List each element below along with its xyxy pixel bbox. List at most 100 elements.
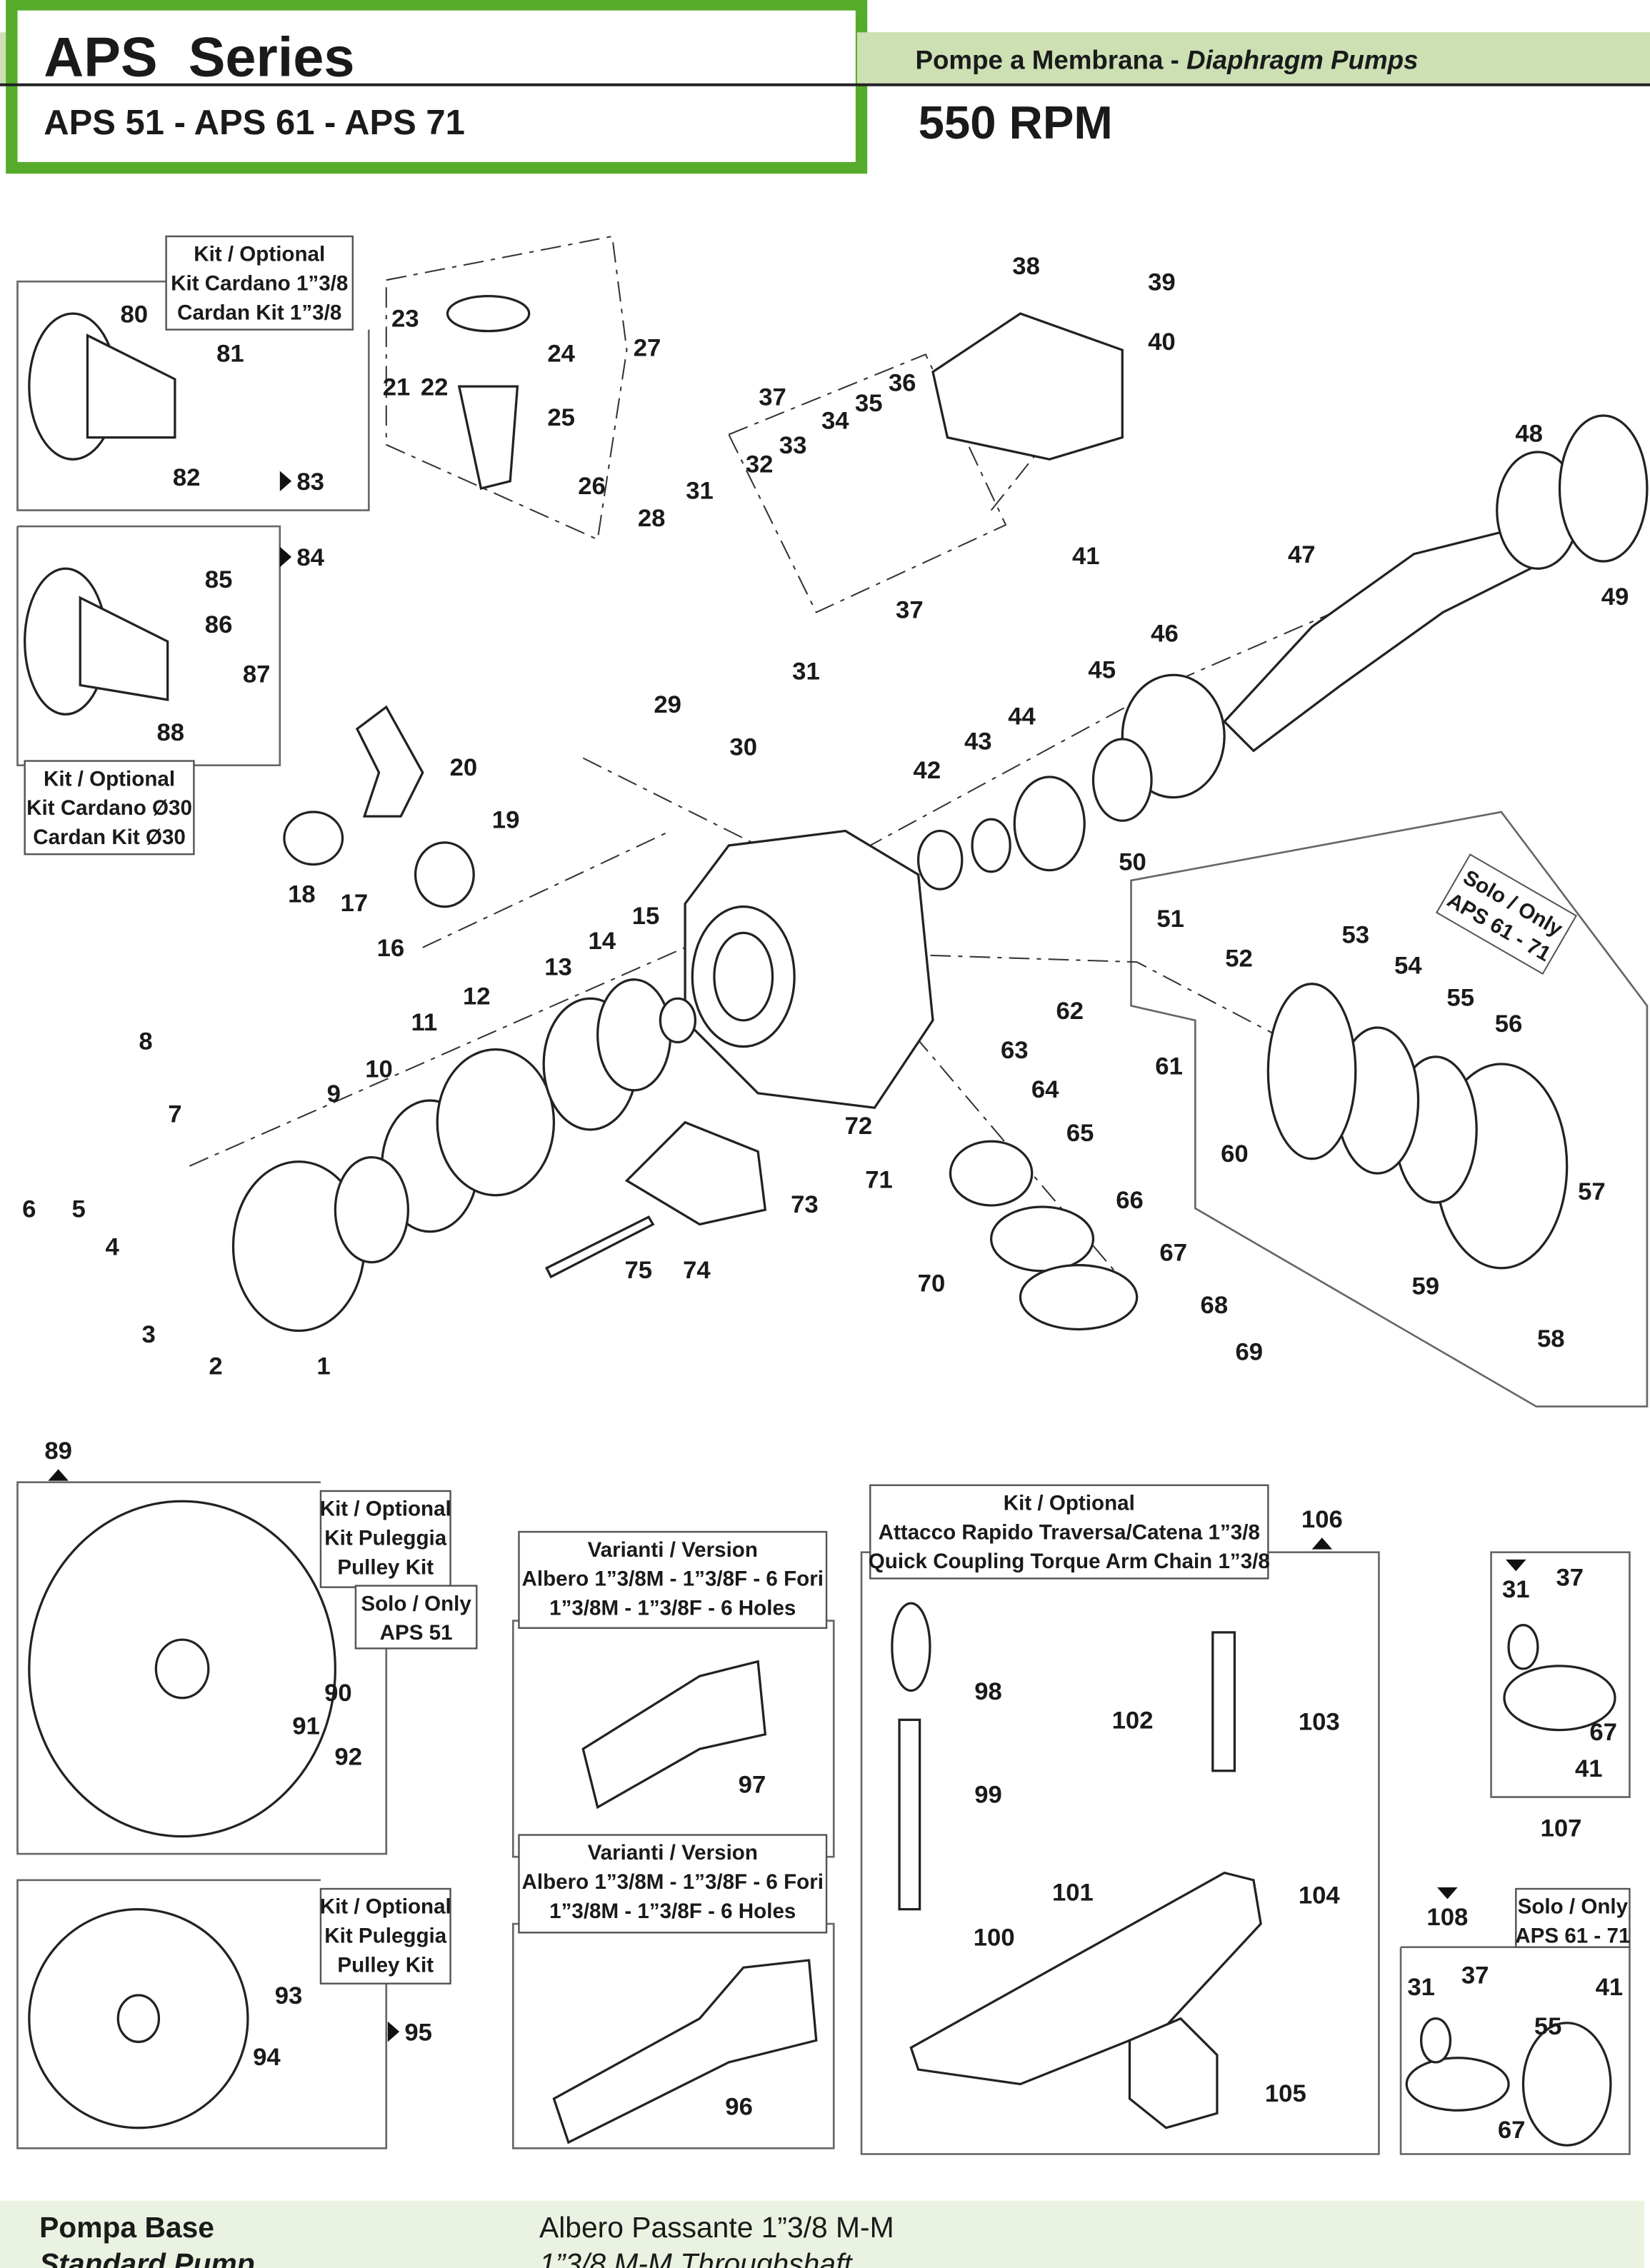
frame-107 [1490, 1551, 1631, 1798]
part-number-label: 74 [683, 1257, 711, 1284]
part-number-label: 43 [964, 728, 992, 755]
kit-reference-arrow-icon [48, 1469, 69, 1481]
kit-label-line: Kit Puleggia [324, 1925, 446, 1948]
part-number-label: 27 [634, 334, 661, 361]
part-number-label: 32 [746, 451, 774, 478]
part-tank-25 [457, 385, 519, 490]
part-ring-15 [659, 997, 697, 1044]
kit-label-line: 1”3/8M - 1”3/8F - 6 Holes [549, 1596, 796, 1620]
frame-version-2 [511, 1922, 835, 2149]
part-number-label: 94 [253, 2044, 281, 2071]
kit-label-line: Quick Coupling Torque Arm Chain 1”3/8 [869, 1550, 1270, 1573]
part-number-label: 28 [638, 505, 666, 532]
part-number-label: 37 [1461, 1962, 1489, 1989]
part-number-label: 56 [1495, 1010, 1523, 1038]
part-spring-102 [1211, 1631, 1236, 1772]
part-number-label: 61 [1155, 1053, 1183, 1080]
frame-pulley-1 [16, 1481, 388, 1855]
part-shaft-97 [581, 1660, 767, 1810]
part-number-label: 96 [725, 2093, 753, 2120]
part-number-label: 41 [1575, 1755, 1603, 1782]
part-number-label: 50 [1119, 849, 1146, 876]
part-number-label: 68 [1201, 1292, 1229, 1319]
part-number-label: 105 [1265, 2080, 1306, 2107]
part-number-label: 34 [821, 407, 849, 434]
part-ring-31-108 [1419, 2017, 1452, 2064]
part-number-label: 107 [1541, 1815, 1582, 1842]
part-number-label: 42 [914, 757, 941, 784]
part-cup-23 [446, 295, 531, 333]
part-number-label: 60 [1221, 1140, 1249, 1168]
kit-label-line: Solo / Only [1518, 1895, 1629, 1919]
kit-label-line: Albero 1”3/8M - 1”3/8F - 6 Fori [522, 1567, 824, 1591]
part-number-label: 21 [383, 373, 411, 401]
frame-quick-coupling [860, 1551, 1380, 2155]
kit-label-line: Pulley Kit [337, 1555, 434, 1579]
part-number-label: 103 [1299, 1709, 1340, 1736]
part-number-label: 63 [1001, 1037, 1029, 1064]
part-number-label: 73 [791, 1191, 819, 1218]
part-number-label: 51 [1156, 905, 1184, 933]
kit-label-line: Kit Cardano Ø30 [26, 796, 192, 820]
part-number-label: 87 [243, 661, 271, 688]
part-number-label: 39 [1148, 269, 1176, 296]
kit-label-line: 1”3/8M - 1”3/8F - 6 Holes [549, 1900, 796, 1923]
kit-reference-arrow-icon [1437, 1887, 1458, 1900]
part-number-label: 3 [141, 1321, 155, 1348]
part-number-label: 84 [296, 544, 324, 571]
part-number-label: 58 [1537, 1325, 1565, 1353]
part-head-11 [436, 1048, 556, 1197]
kit-label-line: Kit Puleggia [324, 1526, 446, 1550]
part-number-label: 31 [686, 477, 714, 504]
assembly-axis-line [422, 830, 671, 948]
footer-label-it: Pompa Base [39, 2211, 214, 2244]
kit-label-line: Kit / Optional [320, 1895, 451, 1919]
frame-37-group [727, 353, 1007, 613]
kit-label-line: Solo / Only [361, 1592, 471, 1615]
part-number-label: 18 [288, 881, 316, 908]
frame-cardan-138 [16, 280, 370, 511]
frame-108 [1399, 1946, 1631, 2155]
part-ring-43 [971, 818, 1011, 873]
part-number-label: 67 [1159, 1240, 1187, 1267]
part-number-label: 33 [779, 432, 807, 459]
part-bracket-74 [624, 1120, 767, 1226]
part-piston-66 [990, 1205, 1095, 1273]
part-coupling-17 [414, 841, 475, 908]
part-number-label: 100 [974, 1925, 1015, 1952]
part-number-label: 31 [1502, 1576, 1530, 1603]
part-snap-ring-49 [1558, 414, 1649, 563]
part-number-label: 91 [292, 1713, 320, 1740]
part-number-label: 31 [1407, 1974, 1435, 2001]
part-number-label: 5 [72, 1195, 86, 1223]
part-number-label: 86 [205, 611, 233, 638]
part-number-label: 44 [1008, 703, 1036, 731]
part-number-label: 97 [739, 1771, 766, 1798]
part-number-label: 30 [729, 733, 757, 761]
part-number-label: 89 [44, 1437, 72, 1465]
footer-band [0, 2200, 1644, 2268]
part-number-label: 66 [1116, 1187, 1144, 1214]
part-number-label: 55 [1446, 984, 1474, 1011]
part-number-label: 1 [316, 1353, 330, 1380]
part-number-label: 82 [173, 464, 201, 491]
kit-label-line: Cardan Kit 1”3/8 [177, 301, 341, 324]
part-ring-14 [596, 978, 672, 1092]
part-number-label: 36 [889, 369, 916, 396]
part-number-label: 14 [588, 928, 616, 955]
part-number-label: 83 [296, 468, 324, 496]
part-number-label: 67 [1589, 1719, 1617, 1746]
part-number-label: 98 [974, 1678, 1002, 1705]
kit-label-line: Albero 1”3/8M - 1”3/8F - 6 Fori [522, 1870, 824, 1894]
part-number-label: 106 [1301, 1506, 1343, 1533]
kit-label-line: APS 51 [380, 1621, 453, 1645]
part-number-label: 41 [1072, 543, 1100, 570]
part-number-label: 64 [1031, 1076, 1059, 1103]
part-number-label: 17 [341, 890, 369, 917]
part-pump-body-bearing-inner [713, 931, 774, 1022]
kit-label-line: Kit / Optional [194, 243, 325, 266]
